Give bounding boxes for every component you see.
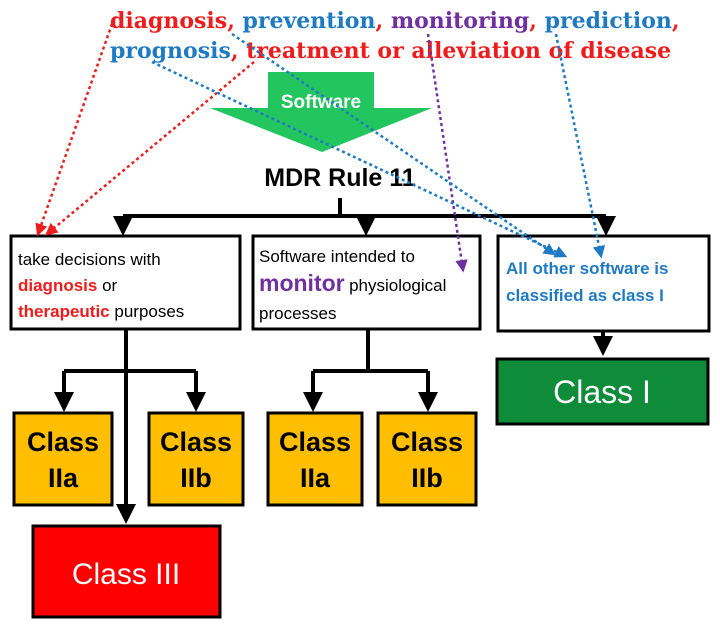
diagnosis-box-line-1: take decisions with [18,250,161,269]
prognosis-dotted-arrow [151,60,568,258]
rule-title: MDR Rule 11 [264,164,416,192]
class-iib-middle-line-1: Class [391,427,463,457]
class-iia-middle-line-2: IIa [300,463,331,493]
or-word: or [102,276,117,295]
header-comma: , [375,8,383,34]
header-treatment: treatment or alleviation of disease [246,38,671,64]
header-comma: , [231,38,239,64]
dotted-reference-arrows [35,23,606,273]
class-iib-middle-box [376,411,478,507]
header-prediction: prediction [545,8,672,34]
class-iia-left-line-2: IIa [48,463,79,493]
class-iia-middle-line-1: Class [279,427,351,457]
prevention-dotted-arrow [231,32,557,256]
header-prevention: prevention [243,8,376,34]
class-iib-left-line-2: IIb [180,463,212,493]
purposes-word: purposes [114,302,184,321]
class-iia-middle-box [266,411,364,507]
class-three-label: Class III [72,558,180,591]
diagnosis-dotted-arrow [35,23,114,237]
header-comma: , [227,8,235,34]
other-software-box [496,234,711,333]
header-monitoring: monitoring [391,8,529,34]
therapeutic-keyword: therapeutic [18,302,110,321]
class-iia-left-line-1: Class [27,427,99,457]
class-one-label: Class I [553,374,651,410]
software-arrow [210,72,432,152]
diagnosis-box-line-3: therapeutic purposes [18,302,184,321]
header-line-2: prognosis, treatment or alleviation of d… [110,38,671,64]
monitor-box [251,234,482,331]
treatment-dotted-arrow [45,61,255,236]
other-box-line-2: classified as class I [506,286,664,305]
other-box-line-1: All other software is [506,259,668,278]
software-arrow-label: Software [281,92,361,113]
header-line-1: diagnosis, prevention, monitoring, predi… [110,8,680,34]
header-comma: , [672,8,680,34]
class-one-box [495,357,710,426]
diagnosis-therapeutic-box [9,234,242,331]
class-iia-left-box [12,411,114,507]
header-prognosis: prognosis [110,38,231,64]
class-iib-left-box [147,411,245,507]
monitor-box-line-1: Software intended to [259,247,415,266]
tree-connectors [54,198,616,524]
prediction-dotted-arrow [554,33,606,259]
header-diagnosis: diagnosis [110,8,227,34]
monitor-box-line-2: monitor physiological [259,270,446,296]
class-iib-middle-line-2: IIb [411,463,443,493]
class-iib-left-line-1: Class [160,427,232,457]
monitor-keyword: monitor [259,270,345,296]
diagnosis-box-line-2: diagnosis or [18,276,118,295]
class-three-box [31,524,222,619]
monitoring-dotted-arrow [426,33,468,273]
physiological-word: physiological [349,276,446,295]
diagnosis-keyword: diagnosis [18,276,97,295]
monitor-box-line-3: processes [259,304,336,323]
header-comma: , [529,8,537,34]
